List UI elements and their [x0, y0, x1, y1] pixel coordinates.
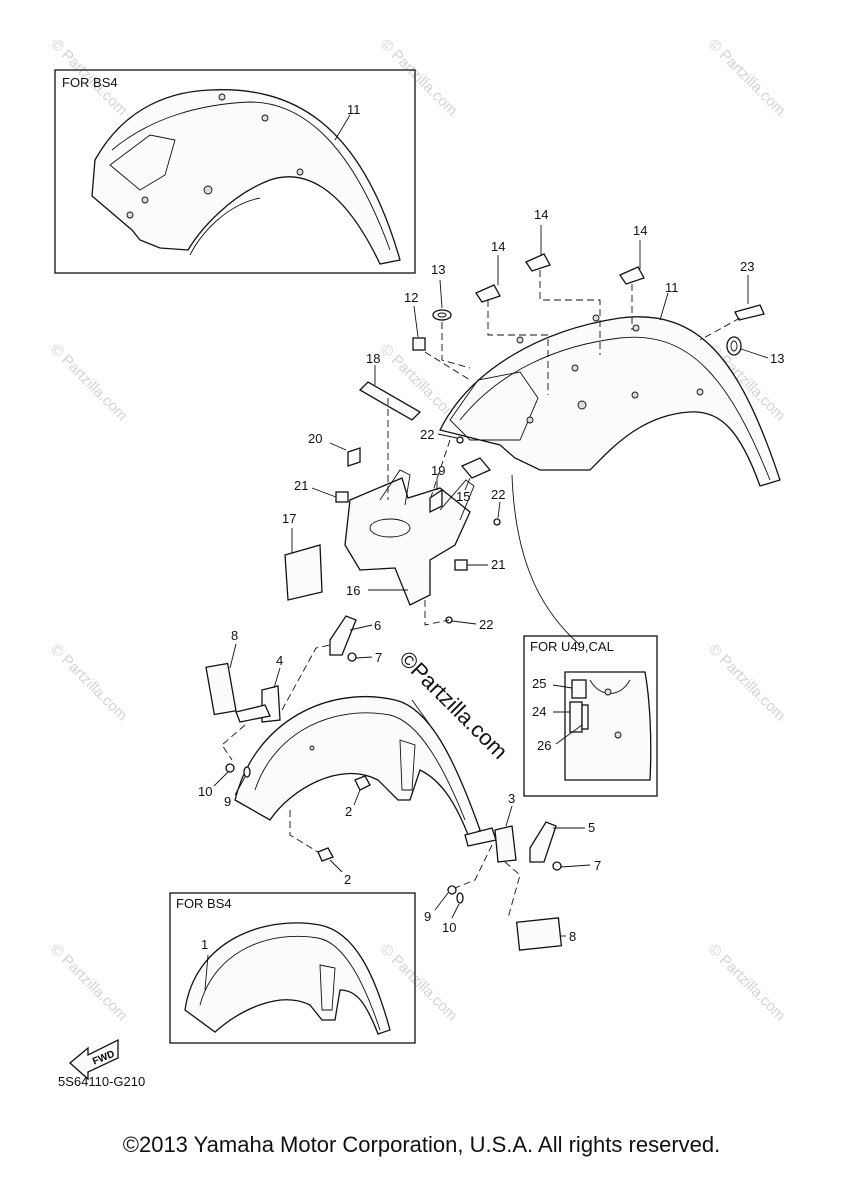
- inset-bottom-bs4: FOR BS4 1: [169, 892, 416, 1044]
- callout-label: 9: [424, 909, 431, 924]
- callout-label: 22: [479, 617, 493, 632]
- callout-label: 24: [532, 704, 546, 719]
- callout-label: 3: [508, 791, 515, 806]
- callout-label: 16: [346, 583, 360, 598]
- callout-label: 14: [633, 223, 647, 238]
- callout-label: 25: [532, 676, 546, 691]
- inset-top-bs4: FOR BS4 11: [54, 69, 416, 274]
- callout-label: 14: [491, 239, 505, 254]
- callout-label: 22: [420, 427, 434, 442]
- callout-label: 19: [431, 463, 445, 478]
- callout-label: 17: [282, 511, 296, 526]
- callout-label: 10: [442, 920, 456, 935]
- callout-label: 11: [347, 102, 361, 117]
- callout-label: 13: [770, 351, 784, 366]
- callout-label: 18: [366, 351, 380, 366]
- callout-label: 15: [456, 489, 470, 504]
- watermark: © Partzilla.com: [705, 641, 788, 724]
- callout-label: 9: [224, 794, 231, 809]
- front-fender-assembly: 2 2 8 4 6 7 10 9 3 5 7: [198, 615, 601, 951]
- callout-label: 22: [491, 487, 505, 502]
- callout-label: 5: [588, 820, 595, 835]
- callout-label: 21: [491, 557, 505, 572]
- inset-title: FOR BS4: [176, 896, 232, 911]
- callout-label: 26: [537, 738, 551, 753]
- callout-label: 21: [294, 478, 308, 493]
- inset-california: FOR U49,CAL 25 24 26: [523, 635, 658, 797]
- watermark: © Partzilla.com: [47, 341, 130, 424]
- watermark: © Partzilla.com: [377, 36, 460, 119]
- callout-label: 4: [276, 653, 283, 668]
- callout-label: 23: [740, 259, 754, 274]
- callout-label: 8: [231, 628, 238, 643]
- callout-label: 14: [534, 207, 548, 222]
- callout-label: 7: [375, 650, 382, 665]
- callout-label: 8: [569, 929, 576, 944]
- callout-label: 2: [345, 804, 352, 819]
- callout-label: 20: [308, 431, 322, 446]
- diagram-code: 5S64110-G210: [58, 1074, 146, 1089]
- watermark: © Partzilla.com: [377, 941, 460, 1024]
- callout-label: 6: [374, 618, 381, 633]
- callout-label: 1: [201, 937, 208, 952]
- callout-label: 10: [198, 784, 212, 799]
- watermark: © Partzilla.com: [705, 36, 788, 119]
- callout-label: 2: [344, 872, 351, 887]
- inset-title: FOR U49,CAL: [530, 639, 614, 654]
- callout-label: 12: [404, 290, 418, 305]
- watermark: © Partzilla.com: [705, 941, 788, 1024]
- callout-label: 7: [594, 858, 601, 873]
- watermark: © Partzilla.com: [47, 941, 130, 1024]
- watermark: © Partzilla.com: [47, 641, 130, 724]
- inset-title: FOR BS4: [62, 75, 118, 90]
- callout-label: 13: [431, 262, 445, 277]
- copyright-footer: ©2013 Yamaha Motor Corporation, U.S.A. A…: [122, 1132, 721, 1157]
- rear-fender-assembly: 11 14 14 14 23 13 13 12: [282, 207, 784, 646]
- callout-label: 11: [665, 280, 679, 295]
